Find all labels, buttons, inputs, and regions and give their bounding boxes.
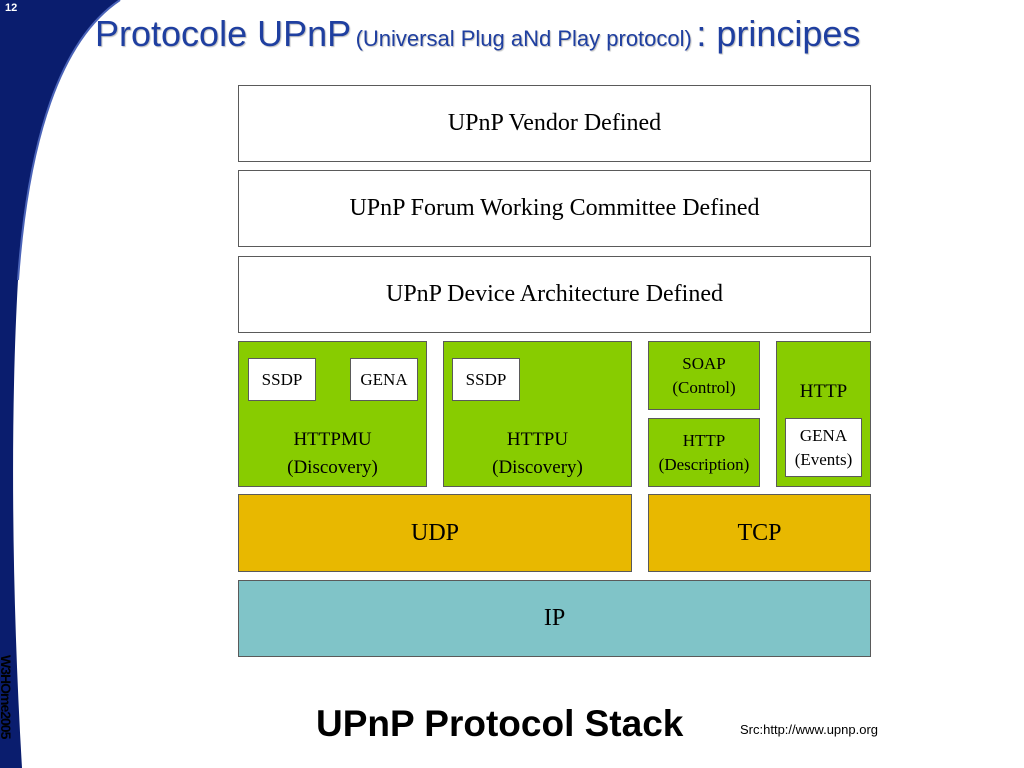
title-parenthetical: (Universal Plug aNd Play protocol) <box>355 26 692 51</box>
title-main: Protocole UPnP <box>95 13 352 54</box>
soap-name: SOAP <box>682 353 726 373</box>
soap-block: SOAP (Control) <box>648 341 760 410</box>
soap-role: (Control) <box>672 377 736 397</box>
gena-events-box: GENA (Events) <box>785 418 862 477</box>
http-description-block: HTTP (Description) <box>648 418 760 487</box>
httpmu-ssdp-box: SSDP <box>248 358 316 401</box>
udp-layer: UDP <box>238 494 632 572</box>
vendor-defined-layer: UPnP Vendor Defined <box>238 85 871 162</box>
tcp-layer: TCP <box>648 494 871 572</box>
httpmu-role: (Discovery) <box>287 457 378 478</box>
http-description-role: (Description) <box>658 454 750 474</box>
side-label: W3HOme2005 <box>0 655 14 739</box>
httpu-label: HTTPU (Discovery) <box>443 426 632 482</box>
httpmu-label: HTTPMU (Discovery) <box>238 426 427 482</box>
source-citation: Src:http://www.upnp.org <box>740 722 879 737</box>
httpu-role: (Discovery) <box>492 457 583 478</box>
httpu-name: HTTPU <box>506 429 569 450</box>
http-description-name: HTTP <box>682 430 726 450</box>
forum-defined-layer: UPnP Forum Working Committee Defined <box>238 170 871 247</box>
http-events-name: HTTP <box>799 381 848 402</box>
title-suffix: : principes <box>696 13 861 54</box>
gena-events-role: (Events) <box>794 449 853 469</box>
httpu-ssdp-box: SSDP <box>452 358 520 401</box>
httpmu-name: HTTPMU <box>293 429 372 450</box>
ip-layer: IP <box>238 580 871 657</box>
gena-events-name: GENA <box>799 425 848 445</box>
diagram-caption: UPnP Protocol Stack <box>316 703 684 744</box>
slide-number: 12 <box>5 2 18 14</box>
slide-title: Protocole UPnP (Universal Plug aNd Play … <box>95 13 860 55</box>
httpmu-gena-box: GENA <box>350 358 418 401</box>
device-architecture-layer: UPnP Device Architecture Defined <box>238 256 871 333</box>
